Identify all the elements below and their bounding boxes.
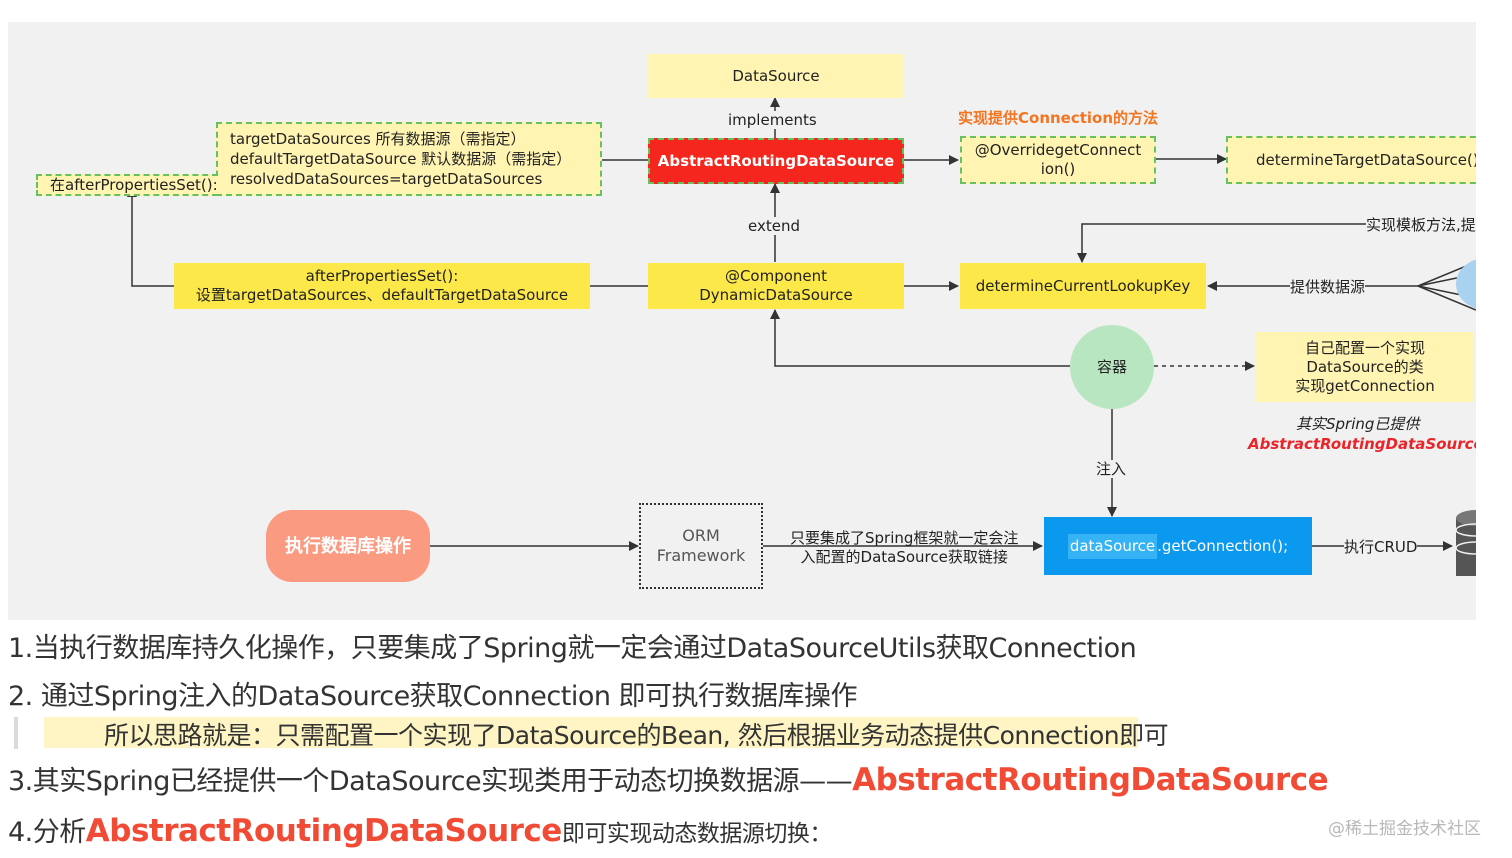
- extend-label: extend: [748, 217, 800, 235]
- diagram-edges: [127, 97, 1476, 576]
- note-line-3-highlight: AbstractRoutingDataSource: [852, 762, 1329, 798]
- orm-framework-box: ORM Framework: [639, 503, 763, 589]
- edge-fan-4: [1417, 285, 1476, 311]
- fields-box: targetDataSources 所有数据源（需指定） defaultTarg…: [216, 122, 602, 196]
- after-properties-box: afterPropertiesSet(): 设置targetDataSource…: [174, 263, 590, 309]
- note-line-2: 2. 通过Spring注入的DataSource获取Connection 即可执…: [8, 681, 858, 712]
- note-line-1: 1.当执行数据库持久化操作，只要集成了Spring就一定会通过DataSourc…: [8, 633, 1137, 664]
- container-circle: [1070, 325, 1154, 409]
- edge-template: [1077, 223, 1476, 263]
- note-line-4-suffix: 即可实现动态数据源切换：: [561, 821, 833, 847]
- spring-provided-note: 其实Spring已提供: [1296, 415, 1420, 433]
- exec-crud-label: 执行CRUD: [1344, 538, 1418, 556]
- in-after-properties-label: 在afterPropertiesSet():: [36, 174, 218, 196]
- get-connection-box: dataSource.getConnection();: [1044, 517, 1312, 575]
- note-line-4-prefix: 4.分析: [8, 817, 86, 848]
- note-line-4-highlight: AbstractRoutingDataSource: [85, 813, 563, 849]
- method-title: 实现提供Connection的方法: [958, 109, 1159, 127]
- architecture-diagram: DataSource implements AbstractRoutingDat…: [8, 22, 1476, 620]
- implements-label: implements: [728, 111, 817, 129]
- watermark: @稀土掘金技术社区: [1328, 819, 1481, 839]
- provide-datasource-label: 提供数据源: [1290, 278, 1366, 296]
- edge-after-up: [127, 187, 174, 287]
- inject-label: 注入: [1096, 460, 1127, 478]
- spring-provided-class: AbstractRoutingDataSource: [1248, 435, 1476, 453]
- template-method-label: 实现模板方法,提: [1366, 216, 1476, 234]
- quote-highlight: [44, 717, 1138, 748]
- override-getconnection-box: @OverridegetConnect ion(): [960, 136, 1156, 184]
- datasource-highlight: dataSource: [1067, 533, 1158, 559]
- determine-target-box: determineTargetDataSource(): [1226, 136, 1476, 184]
- quote-text: 所以思路就是：只需配置一个实现了DataSource的Bean, 然后根据业务动…: [104, 721, 1169, 750]
- note-line-3-text: 3.其实Spring已经提供一个DataSource实现类用于动态切换数据源——: [8, 766, 853, 797]
- datasource-box: DataSource: [648, 54, 904, 98]
- abstract-routing-box: AbstractRoutingDataSource: [648, 138, 904, 184]
- quote-bar: [14, 717, 18, 749]
- container-label: 容器: [1096, 357, 1127, 376]
- note-line-4: 4.分析AbstractRoutingDataSource即可实现动态数据源切换…: [8, 810, 832, 849]
- orm-note: 只要集成了Spring框架就一定会注 入配置的DataSource获取链接: [790, 529, 1019, 566]
- determine-lookup-box: determineCurrentLookupKey: [960, 263, 1206, 309]
- dynamic-datasource-box: @Component DynamicDataSource: [648, 263, 904, 309]
- exec-db-box: 执行数据库操作: [266, 510, 430, 582]
- database-icon: [1455, 510, 1476, 576]
- datasource-circle-partial: [1456, 259, 1476, 309]
- edge-container-dynamic: [770, 309, 1070, 367]
- self-config-box: 自己配置一个实现 DataSource的类 实现getConnection: [1256, 332, 1474, 402]
- get-connection-call: .getConnection();: [1157, 536, 1289, 555]
- note-line-3: 3.其实Spring已经提供一个DataSource实现类用于动态切换数据源——…: [8, 759, 1329, 798]
